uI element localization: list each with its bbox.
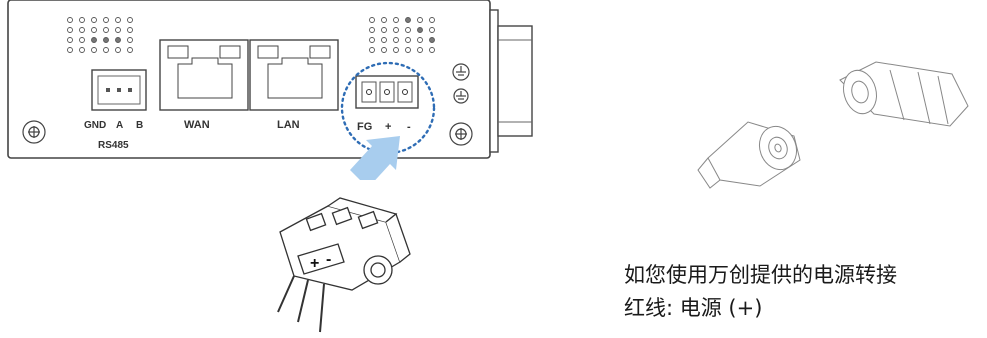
power-pin-minus-label: - bbox=[407, 121, 411, 133]
led-grid-right bbox=[369, 17, 435, 53]
power-pin-fg-label: FG bbox=[357, 121, 372, 133]
plug-plus-label: + bbox=[310, 255, 319, 272]
device-front-panel: GND A B RS485 WAN LAN FG + - bbox=[7, 0, 533, 180]
terminal-plug-illustration: + - bbox=[277, 197, 411, 333]
mount-bracket-rail bbox=[497, 25, 533, 137]
rs485-label: RS485 bbox=[98, 140, 129, 151]
power-pin-plus-label: + bbox=[385, 121, 391, 133]
power-adapter-illustration bbox=[697, 61, 969, 189]
caption-line-1: 如您使用万创提供的电源转接 bbox=[624, 263, 897, 287]
rs485-terminal bbox=[91, 69, 147, 111]
mount-bracket bbox=[489, 9, 499, 153]
rs485-pin-b-label: B bbox=[136, 120, 143, 131]
caption-line-2: 红线: 电源 (+) bbox=[624, 296, 763, 320]
power-terminal bbox=[355, 75, 419, 109]
lan-label: LAN bbox=[277, 119, 300, 131]
earth-icon bbox=[453, 88, 469, 104]
plug-minus-label: - bbox=[326, 251, 331, 268]
lan-port bbox=[249, 39, 339, 111]
rs485-pin-gnd-label: GND bbox=[84, 120, 106, 131]
wan-label: WAN bbox=[184, 119, 210, 131]
ground-icon bbox=[452, 63, 470, 81]
screw-right-icon bbox=[449, 122, 473, 146]
wan-port bbox=[159, 39, 249, 111]
led-grid-left bbox=[67, 17, 133, 53]
rs485-pin-a-label: A bbox=[116, 120, 123, 131]
insert-arrow-icon bbox=[350, 136, 400, 180]
screw-left-icon bbox=[22, 120, 46, 144]
